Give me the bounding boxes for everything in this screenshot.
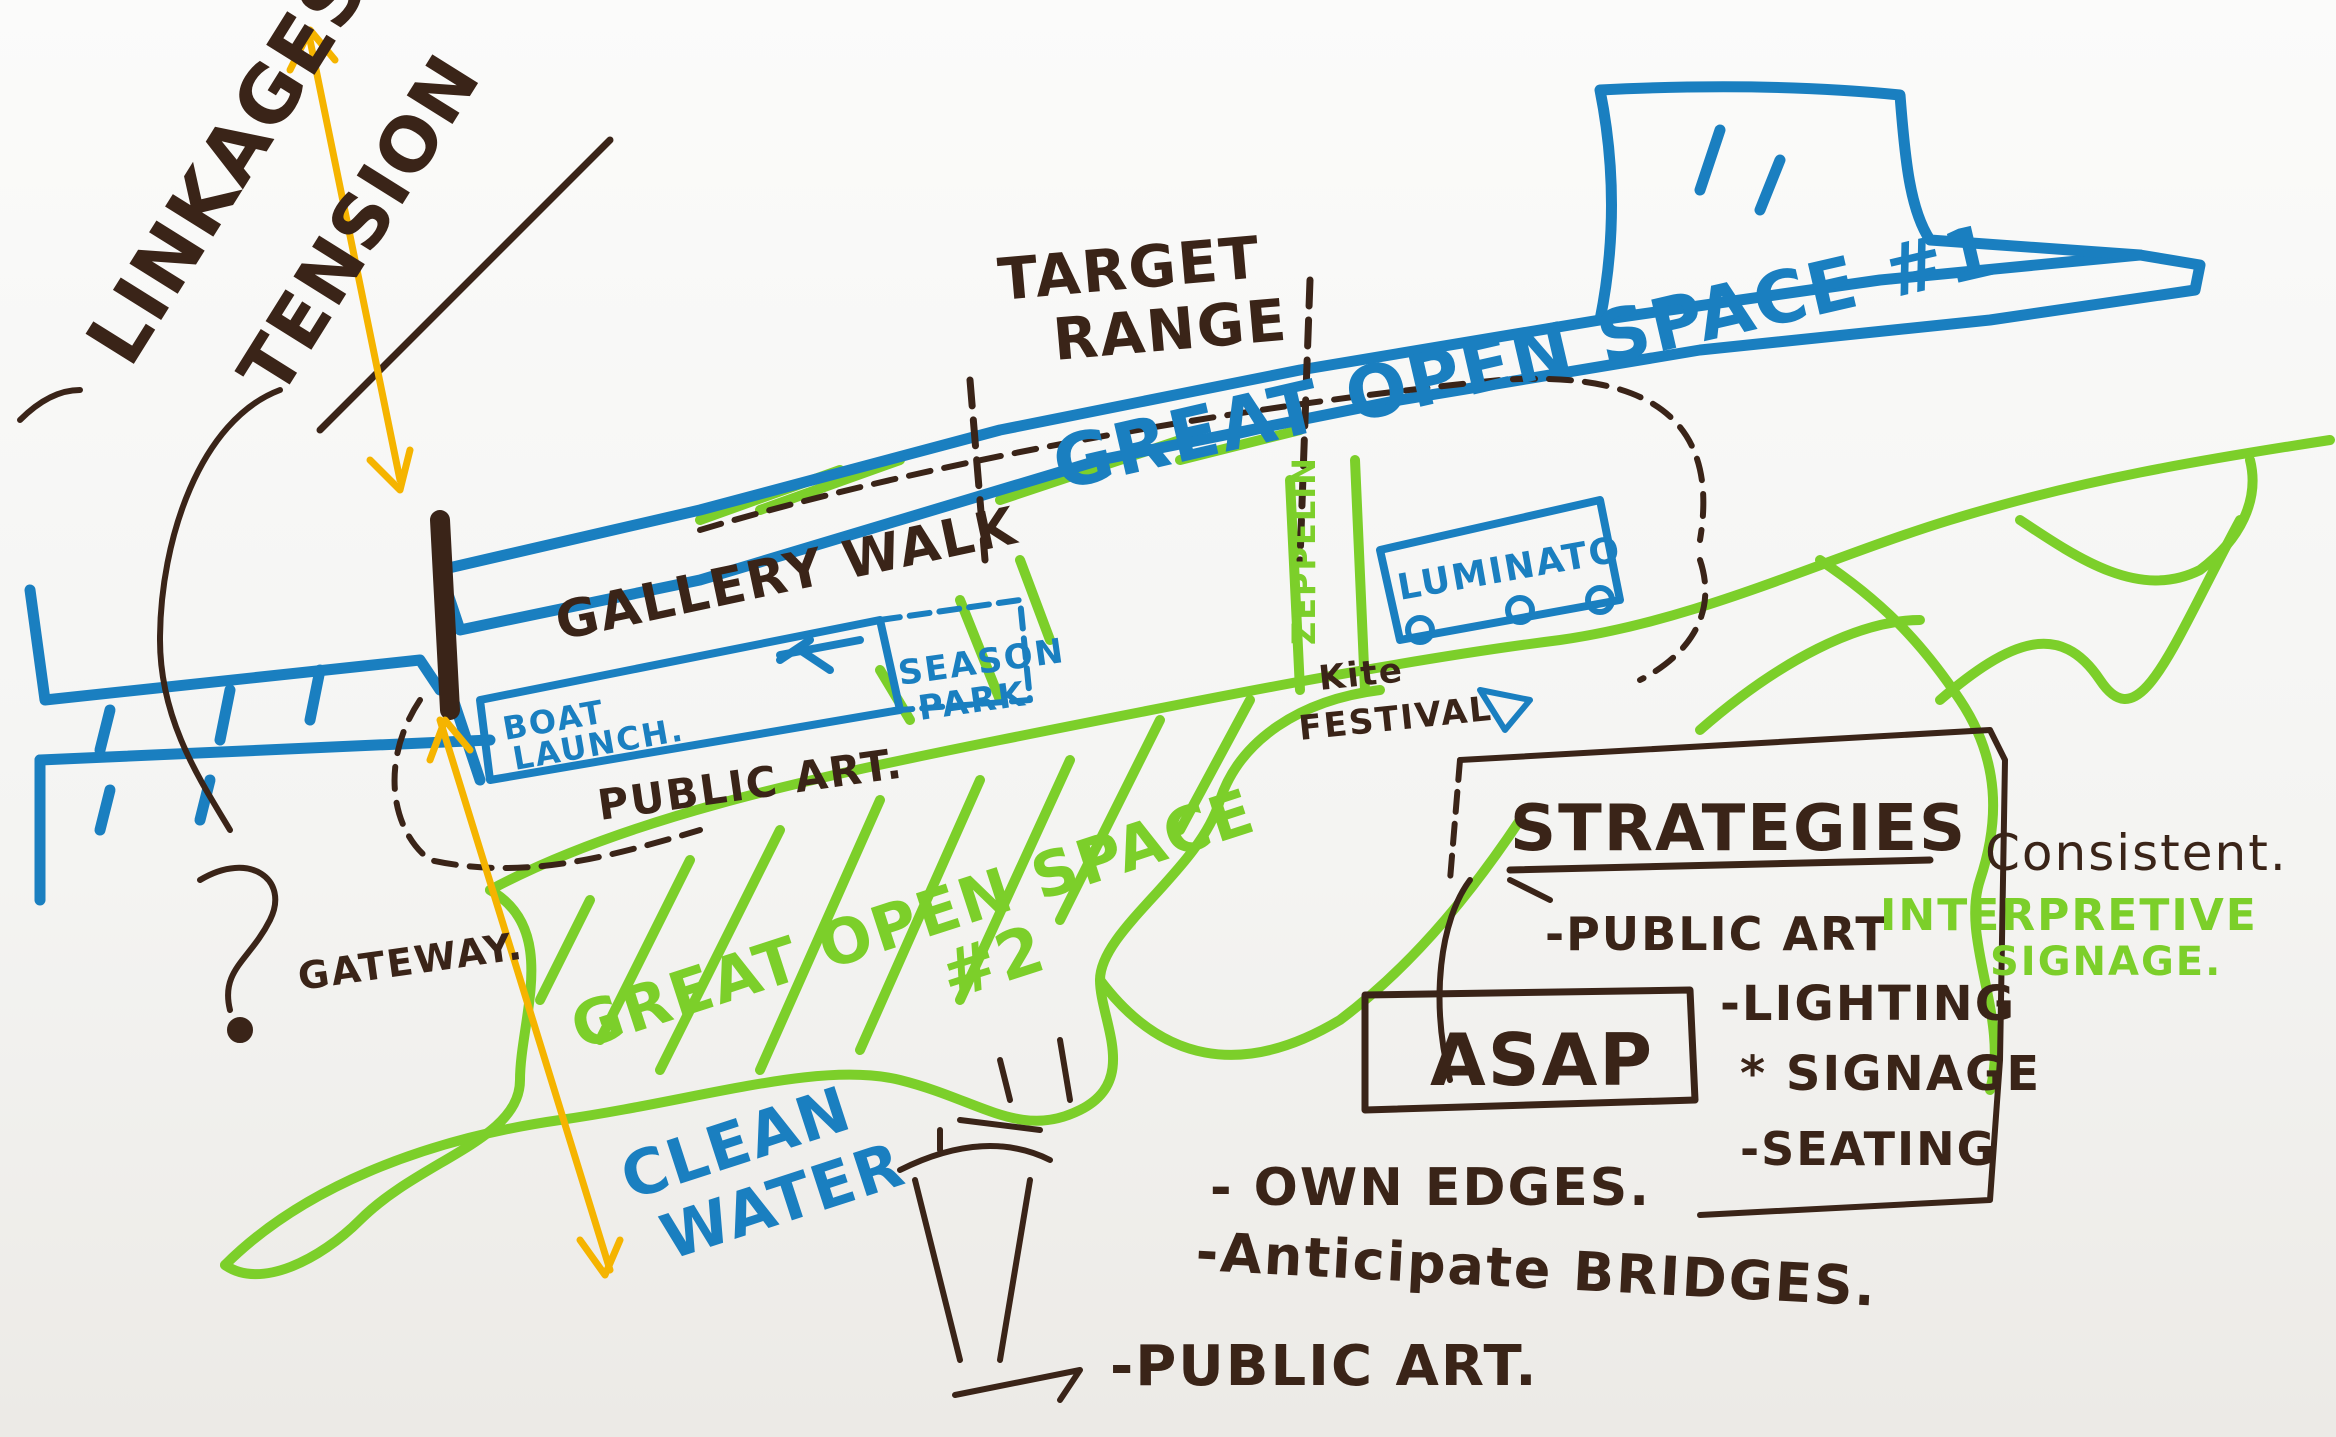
label-anticipate-bridges: -Anticipate BRIDGES.	[1194, 1220, 1878, 1319]
yellow-linkage-arrow	[286, 26, 624, 1279]
label-seating: -SEATING	[1740, 1122, 1996, 1176]
label-interpretive-signage: SIGNAGE.	[1990, 939, 2222, 985]
label-signage: * SIGNAGE	[1740, 1046, 2041, 1102]
label-lighting: -LIGHTING	[1720, 976, 2016, 1032]
label-asap: ASAP	[1430, 1018, 1654, 1102]
label-gateway: GATEWAY.	[295, 924, 526, 999]
label-kite: Kite	[1317, 650, 1406, 699]
label-own-edges: - OWN EDGES.	[1210, 1158, 1651, 1218]
blue-waterfront-outline	[24, 81, 2206, 906]
label-gallery-walk: GALLERY WALK	[550, 496, 1023, 652]
label-strategy-public-art: -PUBLIC ART	[1545, 907, 1889, 961]
label-public-art-bottom: -PUBLIC ART.	[1110, 1334, 1538, 1399]
label-interpretive: INTERPRETIVE	[1880, 890, 2258, 941]
brown-linework	[17, 136, 2008, 1403]
label-consistent: Consistent.	[1985, 824, 2288, 882]
label-zeppelin: ZEPPELIN	[1285, 456, 1323, 645]
label-strategies: STRATEGIES	[1510, 792, 1967, 866]
